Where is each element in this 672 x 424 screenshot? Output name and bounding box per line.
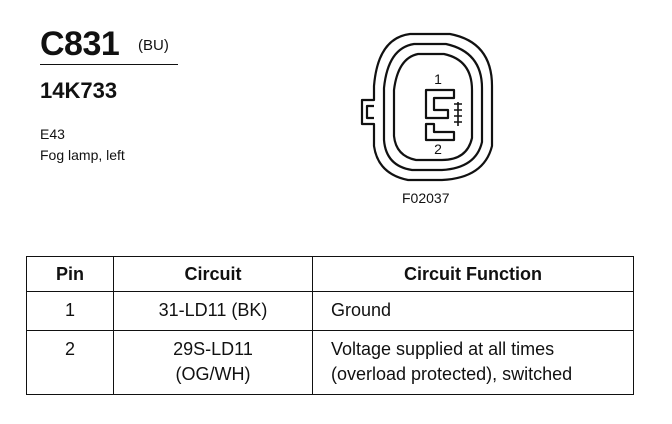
cell-circuit: 29S-LD11 (OG/WH): [113, 330, 313, 395]
connector-diagram: 1 2: [360, 32, 494, 182]
pin-label-1: 1: [434, 71, 442, 87]
header-pin: Pin: [26, 256, 114, 292]
table-row: 1 31-LD11 (BK) Ground: [26, 290, 634, 332]
cell-pin: 1: [26, 290, 114, 332]
component-code: E43: [40, 126, 65, 142]
table-header-row: Pin Circuit Circuit Function: [26, 256, 634, 292]
connector-ring-inner: [392, 52, 474, 162]
color-code: (BU): [138, 37, 169, 54]
header-circuit-function: Circuit Function: [312, 256, 634, 292]
table-row: 2 29S-LD11 (OG/WH) Voltage supplied at a…: [26, 330, 634, 395]
connector-id: C831: [40, 25, 120, 63]
locking-tab: [365, 104, 374, 120]
figure-id: F02037: [402, 190, 450, 206]
cell-function: Ground: [312, 290, 634, 332]
cell-circuit: 31-LD11 (BK): [113, 290, 313, 332]
terminal-1: [424, 88, 456, 120]
header-circuit: Circuit: [113, 256, 313, 292]
title-rule: [40, 64, 178, 65]
cell-pin: 2: [26, 330, 114, 395]
component-name: Fog lamp, left: [40, 147, 125, 163]
pin-strips: [454, 102, 462, 126]
connector-housing-outer: [360, 32, 494, 182]
part-number: 14K733: [40, 78, 118, 103]
pin-table: Pin Circuit Circuit Function 1 31-LD11 (…: [26, 256, 634, 395]
connector-ring-middle: [382, 42, 484, 172]
terminal-2: [424, 122, 456, 142]
pin-label-2: 2: [434, 141, 442, 157]
cell-function: Voltage supplied at all times (overload …: [312, 330, 634, 395]
